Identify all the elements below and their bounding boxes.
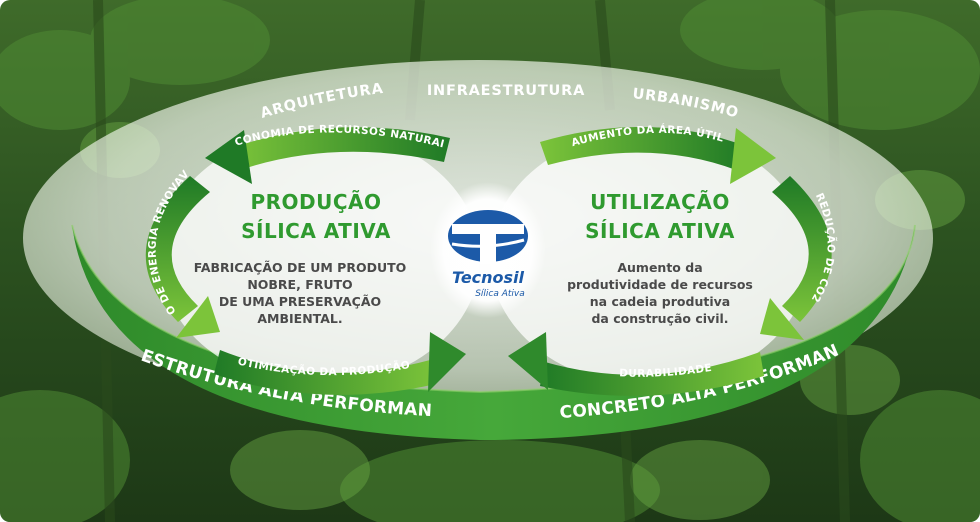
center-logo: Tecnosil Sílica Ativa xyxy=(430,182,546,318)
right-title-line1: UTILIZAÇÃO xyxy=(590,190,730,214)
right-body-line1: Aumento da xyxy=(617,260,702,275)
right-body-line4: da construção civil. xyxy=(591,311,728,326)
right-title-line2: SÍLICA ATIVA xyxy=(585,219,735,243)
right-cycle-text: UTILIZAÇÃO SÍLICA ATIVA Aumento da produ… xyxy=(567,190,753,326)
left-body-line4: AMBIENTAL. xyxy=(257,311,342,326)
logo-subtitle: Sílica Ativa xyxy=(475,289,525,299)
left-title-line2: SÍLICA ATIVA xyxy=(241,219,391,243)
right-body-line3: na cadeia produtiva xyxy=(590,294,730,309)
tecnosil-logo-mark xyxy=(448,210,528,264)
left-title-line1: PRODUÇÃO xyxy=(250,190,381,214)
left-body-line2: NOBRE, FRUTO xyxy=(247,277,352,292)
right-cycle-disc xyxy=(490,130,810,386)
left-cycle-text: PRODUÇÃO SÍLICA ATIVA FABRICAÇÃO DE UM P… xyxy=(194,190,407,326)
left-body-line1: FABRICAÇÃO DE UM PRODUTO xyxy=(194,260,407,275)
top-label-center: INFRAESTRUTURA xyxy=(427,83,585,99)
left-cycle-disc xyxy=(160,130,480,386)
logo-name: Tecnosil xyxy=(452,268,525,287)
left-body-line3: DE UMA PRESERVAÇÃO xyxy=(219,294,381,309)
right-body-line2: produtividade de recursos xyxy=(567,277,753,292)
